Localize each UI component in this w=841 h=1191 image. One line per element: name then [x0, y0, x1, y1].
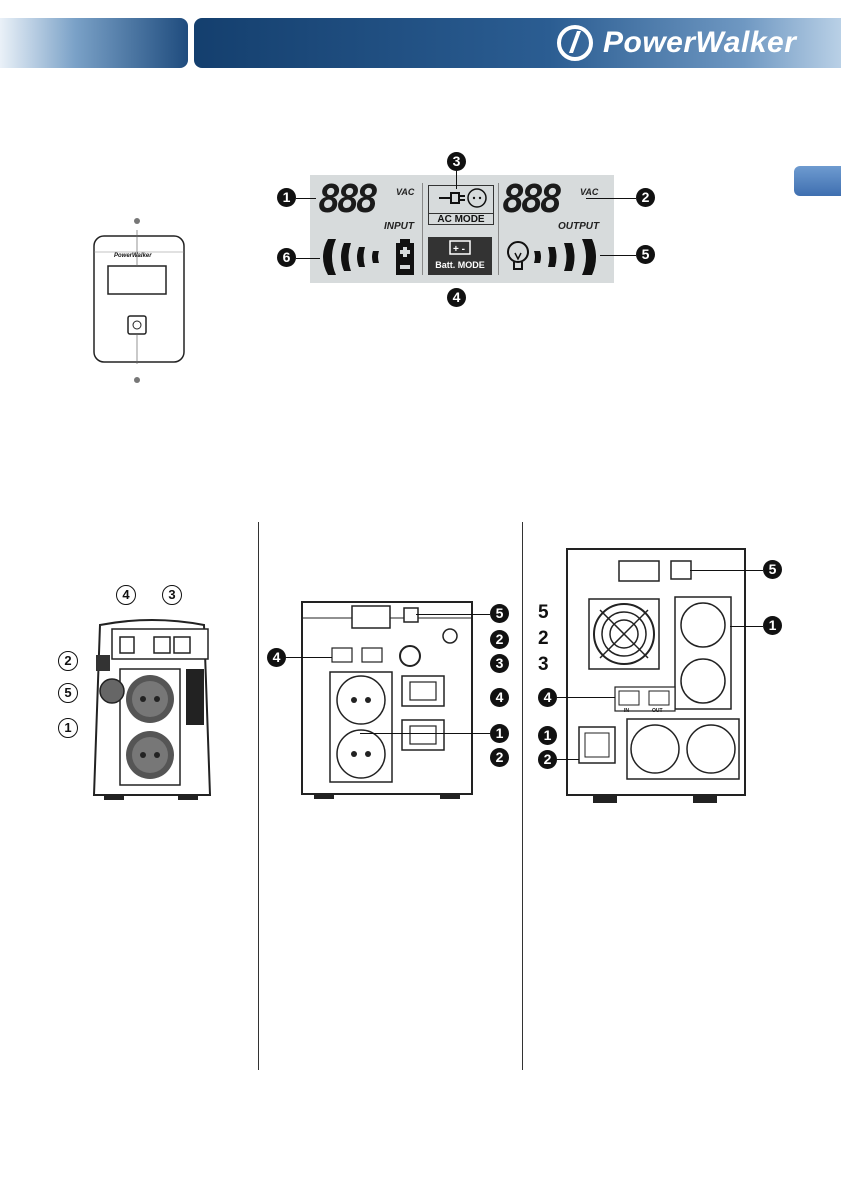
input-label: INPUT	[384, 221, 414, 232]
leader-input	[296, 198, 316, 199]
battery-mode-icon: + -	[445, 237, 475, 257]
rp2-callout-2: 2	[490, 630, 509, 649]
leader-load	[600, 255, 636, 256]
rp2-callout-2-bottom: 2	[490, 748, 509, 767]
rp3-callout-4: 4	[538, 688, 557, 707]
rp3-callout-1: 1	[763, 616, 782, 635]
rp3-callout-1-bottom: 1	[538, 726, 557, 745]
rp3-label-2: 2	[538, 628, 549, 650]
rp2-callout-4-right: 4	[490, 688, 509, 707]
rp1-callout-1: 1	[58, 718, 78, 738]
load-level-bars	[532, 237, 608, 277]
input-unit: VAC	[396, 187, 414, 197]
rear-panel-2	[300, 600, 474, 800]
svg-text:+ -: + -	[453, 244, 465, 255]
rp3-label-3: 3	[538, 654, 549, 676]
rp3-leader-1	[730, 626, 763, 627]
brand-name: PowerWalker	[603, 26, 796, 60]
rp3-leader-4	[557, 697, 615, 698]
rp3-callout-5: 5	[763, 560, 782, 579]
callout-ac-mode: 3	[447, 152, 466, 171]
batt-mode-indicator: + - Batt. MODE	[428, 237, 492, 275]
lcd-panel: 888 VAC INPUT AC MODE + - Batt. MODE 888…	[310, 175, 614, 283]
rp1-callout-5: 5	[58, 683, 78, 703]
rp3-callout-2-bottom: 2	[538, 750, 557, 769]
front-logo-text: PowerWalker	[114, 253, 152, 259]
rp3-leader-2	[557, 759, 579, 760]
leader-output	[586, 198, 636, 199]
ac-mode-label: AC MODE	[429, 213, 493, 226]
batt-mode-label: Batt. MODE	[428, 259, 492, 271]
output-voltage-digits: 888	[502, 177, 559, 221]
rear-panel-1	[90, 615, 214, 801]
bulb-icon	[506, 237, 530, 277]
rp1-callout-2: 2	[58, 651, 78, 671]
rp2-leader-1	[360, 733, 490, 734]
rp1-callout-3: 3	[162, 585, 182, 605]
rp3-label-5: 5	[538, 602, 549, 624]
port-in-label: IN	[624, 708, 629, 714]
column-divider-1	[258, 522, 259, 1070]
brand-logo: PowerWalker	[555, 22, 835, 64]
rp2-callout-4-left: 4	[267, 648, 286, 667]
rp2-callout-3: 3	[490, 654, 509, 673]
leader-battery	[296, 258, 320, 259]
front-callout-dot-top	[134, 218, 140, 224]
rp3-leader-5	[690, 570, 763, 571]
section-tab	[794, 166, 841, 196]
column-divider-2	[522, 522, 523, 1070]
callout-output: 2	[636, 188, 655, 207]
front-callout-dot-bottom	[134, 377, 140, 383]
output-unit: VAC	[580, 187, 598, 197]
plug-icon	[431, 186, 491, 210]
rp2-callout-5: 5	[490, 604, 509, 623]
callout-input: 1	[277, 188, 296, 207]
lcd-divider-left	[422, 183, 423, 275]
output-label: OUTPUT	[558, 221, 599, 232]
ups-front-view: PowerWalker	[92, 230, 186, 364]
ac-mode-indicator: AC MODE	[428, 185, 494, 225]
rp1-callout-4: 4	[116, 585, 136, 605]
leader-ac-mode	[456, 171, 457, 189]
battery-icon	[394, 237, 416, 277]
input-voltage-digits: 888	[318, 177, 375, 221]
callout-battery: 6	[277, 248, 296, 267]
powerwalker-logo-icon	[555, 23, 595, 63]
port-out-label: OUT	[652, 708, 663, 714]
rear-panel-3: IN OUT	[565, 547, 747, 807]
callout-batt-mode: 4	[447, 288, 466, 307]
callout-load: 5	[636, 245, 655, 264]
rp2-callout-1: 1	[490, 724, 509, 743]
rp2-leader-4	[286, 657, 332, 658]
rp2-leader-5	[416, 614, 490, 615]
header-tab	[0, 18, 188, 68]
lcd-divider-right	[498, 183, 499, 275]
